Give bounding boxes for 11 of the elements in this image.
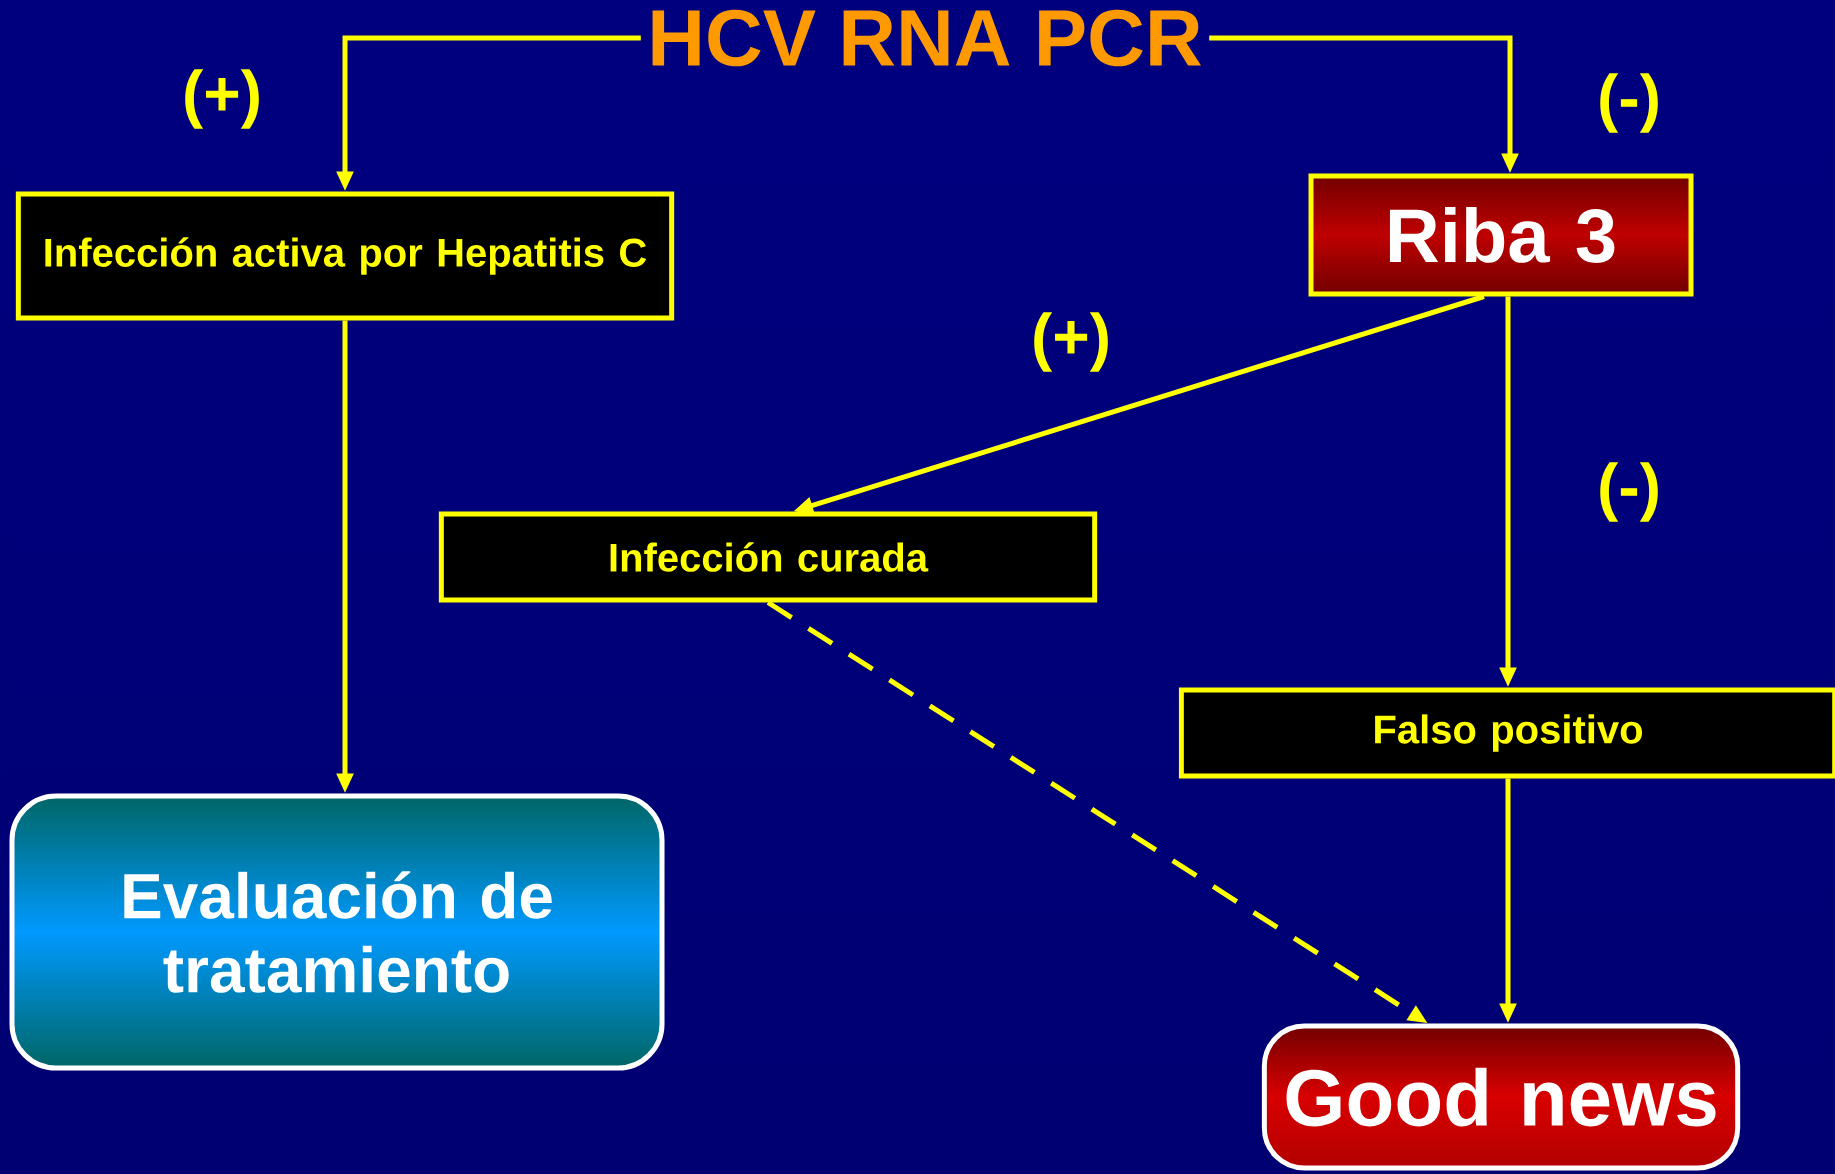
- edge-label: (+): [185, 69, 259, 129]
- result-box: Good news: [1261, 1023, 1741, 1171]
- title-text: HCV RNA PCR: [652, 9, 1201, 67]
- process-box: Falso positivo: [1178, 687, 1835, 779]
- process-box: Infección curada: [438, 511, 1098, 603]
- test-box: Riba 3: [1308, 173, 1694, 297]
- edge-label: (+): [1034, 312, 1108, 372]
- edge-label: (-): [1600, 73, 1658, 133]
- result-box: Evaluación de tratamiento: [9, 793, 665, 1071]
- edge-label: (-): [1600, 462, 1658, 522]
- process-box: Infección activa por Hepatitis C: [15, 191, 675, 321]
